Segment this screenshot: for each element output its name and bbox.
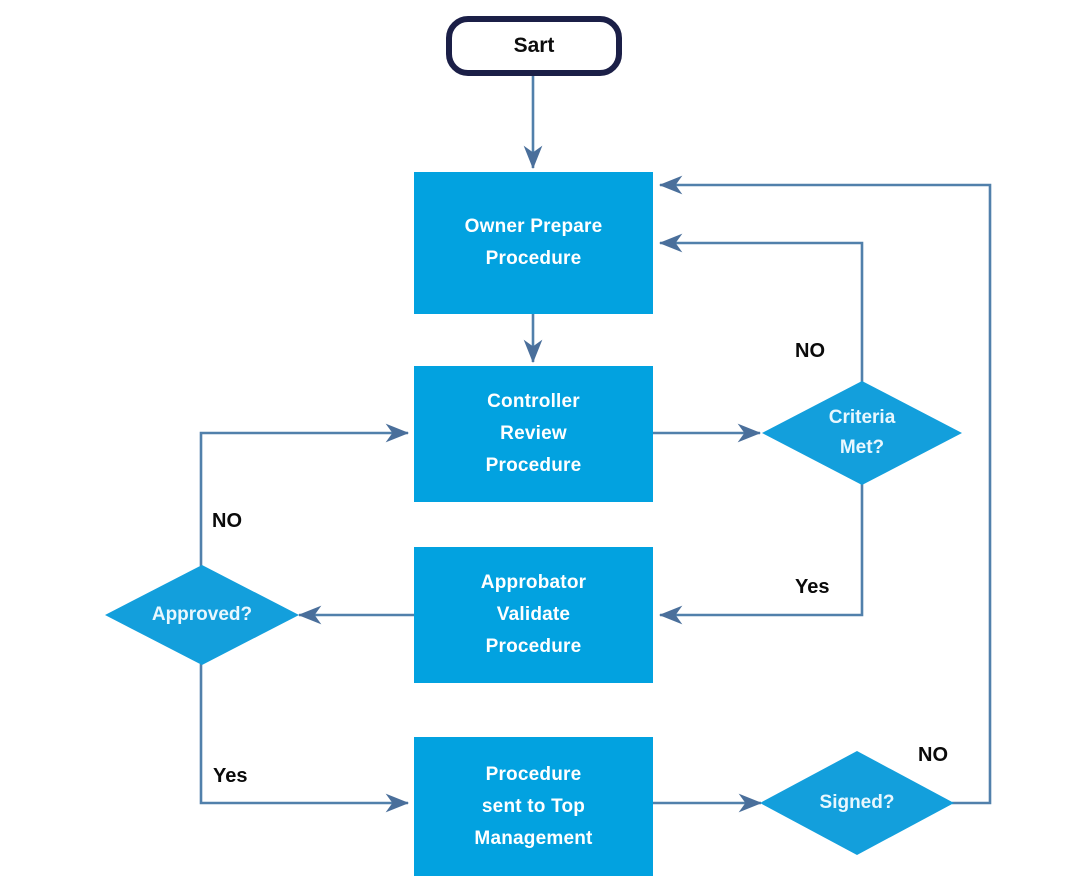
node-top-management-line1: Procedure	[485, 763, 582, 785]
edge-approved-no-to-controller-review	[199, 423, 410, 566]
edge-label-criteria-yes: Yes	[795, 576, 830, 598]
node-controller-review-line2: Review	[500, 423, 567, 444]
node-top-management-line3: Management	[474, 827, 593, 849]
node-criteria-met-decision[interactable]: Criteria Met?	[762, 381, 962, 485]
node-controller-review-line3: Procedure	[485, 455, 582, 476]
node-start-label: Sart	[513, 34, 555, 57]
node-controller-review-procedure[interactable]: Controller Review Procedure	[414, 366, 653, 502]
edge-label-approved-no: NO	[212, 510, 242, 532]
node-owner-prepare-line1: Owner Prepare	[464, 216, 603, 237]
node-approbator-validate-line3: Procedure	[485, 636, 582, 657]
node-approbator-validate-procedure[interactable]: Approbator Validate Procedure	[414, 547, 653, 683]
edge-label-approved-yes: Yes	[213, 765, 248, 787]
node-approbator-validate-line1: Approbator	[480, 572, 587, 593]
edge-label-signed-no: NO	[918, 744, 948, 766]
edge-approved-yes-to-top-management	[199, 664, 410, 813]
criteria-met-diamond-shape	[762, 381, 962, 485]
edge-criteria-no-to-owner-prepare	[658, 233, 864, 382]
node-controller-review-line1: Controller	[487, 391, 580, 412]
approved-diamond-shape	[105, 565, 299, 665]
node-approbator-validate-line2: Validate	[496, 604, 571, 625]
edge-criteria-yes-to-approbator	[658, 484, 864, 625]
node-owner-prepare-line2: Procedure	[485, 248, 582, 269]
signed-diamond-shape	[760, 751, 954, 855]
node-approved-decision[interactable]: Approved?	[105, 565, 299, 665]
node-owner-prepare-procedure[interactable]: Owner Prepare Procedure	[414, 172, 653, 314]
edge-label-criteria-no: NO	[795, 340, 825, 362]
edge-signed-no-to-owner-prepare	[658, 175, 992, 805]
node-procedure-sent-to-top-management[interactable]: Procedure sent to Top Management	[414, 737, 653, 876]
node-top-management-line2: sent to Top	[481, 795, 586, 817]
node-start[interactable]: Sart	[446, 16, 622, 76]
